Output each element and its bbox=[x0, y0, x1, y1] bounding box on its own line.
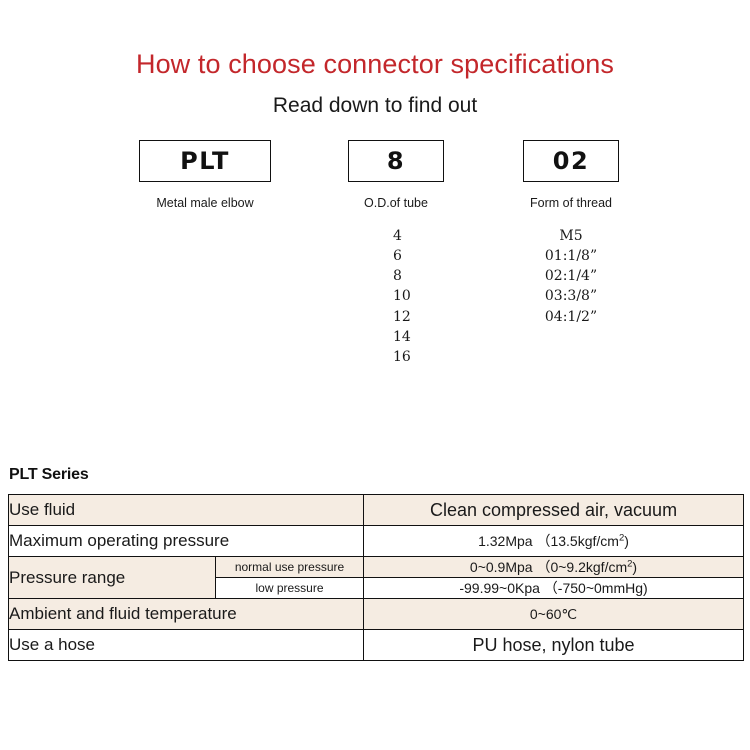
spec-value-superscript: 2 bbox=[618, 532, 625, 544]
spec-value: 0~60℃ bbox=[363, 598, 745, 630]
option-item[interactable]: M5 bbox=[559, 227, 583, 244]
code-box-tube-od[interactable]: 8 bbox=[348, 139, 444, 182]
spec-value: -99.99~0Kpa （-750~0mmHg) bbox=[363, 577, 745, 599]
series-heading: PLT Series bbox=[9, 466, 89, 483]
spec-value-text: 0~0.9Mpa （0~9.2kgf/cm bbox=[469, 559, 628, 575]
code-box-series[interactable]: PLT bbox=[139, 139, 271, 182]
code-box-thread[interactable]: 02 bbox=[523, 139, 619, 182]
table-row: Ambient and fluid temperature 0~60℃ bbox=[7, 598, 745, 630]
spec-label: Maximum operating pressure bbox=[7, 525, 365, 557]
code-box-series-value: PLT bbox=[180, 146, 230, 175]
option-item[interactable]: 14 bbox=[393, 328, 411, 345]
table-row: Use a hose PU hose, nylon tube bbox=[7, 629, 745, 661]
table-row: low pressure -99.99~0Kpa （-750~0mmHg) bbox=[9, 577, 745, 599]
page-title: How to choose connector specifications bbox=[135, 49, 615, 79]
table-row: Pressure range normal use pressure 0~0.9… bbox=[8, 556, 745, 599]
option-item[interactable]: 04:1/2” bbox=[544, 308, 598, 325]
code-column-series: PLT Metal male elbow bbox=[139, 139, 271, 211]
spec-value-superscript: 2 bbox=[627, 558, 633, 570]
spec-value: 0~0.9Mpa （0~9.2kgf/cm2) bbox=[363, 556, 745, 578]
option-item[interactable]: 02:1/4” bbox=[544, 268, 598, 285]
table-row: Maximum operating pressure 1.32Mpa （13.5… bbox=[7, 525, 745, 557]
option-item[interactable]: 4 bbox=[393, 227, 402, 244]
option-item[interactable]: 16 bbox=[393, 349, 411, 365]
page-header: How to choose connector specifications R… bbox=[0, 0, 750, 117]
spec-sublabel: normal use pressure bbox=[214, 556, 365, 578]
option-item[interactable]: 10 bbox=[393, 288, 411, 305]
code-caption-series: Metal male elbow bbox=[156, 195, 254, 210]
part-number-builder: PLT Metal male elbow 8 O.D.of tube 4 6 8… bbox=[0, 139, 750, 400]
spec-value: Clean compressed air, vacuum bbox=[363, 494, 745, 526]
option-item[interactable]: 01:1/8” bbox=[544, 247, 598, 264]
option-item[interactable]: 12 bbox=[393, 308, 411, 325]
spec-label: Pressure range bbox=[8, 556, 216, 599]
option-list-thread: M5 01:1/8” 02:1/4” 03:3/8” 04:1/2” bbox=[523, 226, 619, 327]
code-column-thread: 02 Form of thread M5 01:1/8” 02:1/4” 03:… bbox=[523, 139, 619, 327]
code-caption-thread: Form of thread bbox=[530, 195, 612, 210]
code-box-tube-od-value: 8 bbox=[386, 146, 406, 175]
code-box-thread-value: 02 bbox=[552, 146, 590, 175]
option-item[interactable]: 03:3/8” bbox=[544, 288, 598, 305]
spec-value-tail: ) bbox=[632, 559, 638, 575]
option-item[interactable]: 6 bbox=[393, 247, 402, 264]
option-list-tube-od: 4 6 8 10 12 14 16 bbox=[348, 226, 444, 367]
spec-label: Ambient and fluid temperature bbox=[7, 598, 365, 630]
option-item[interactable]: 8 bbox=[393, 268, 402, 285]
code-column-tube-od: 8 O.D.of tube 4 6 8 10 12 14 16 bbox=[348, 139, 444, 367]
spec-label: Use fluid bbox=[7, 494, 365, 526]
page-subtitle: Read down to find out bbox=[272, 93, 478, 117]
spec-sublabel: low pressure bbox=[214, 577, 365, 599]
spec-label: Use a hose bbox=[7, 629, 365, 661]
specifications-table: Use fluid Clean compressed air, vacuum M… bbox=[7, 494, 745, 661]
code-caption-tube-od: O.D.of tube bbox=[364, 195, 428, 210]
spec-value: PU hose, nylon tube bbox=[363, 629, 745, 661]
spec-value: 1.32Mpa （13.5kgf/cm2) bbox=[363, 525, 745, 557]
table-row: Use fluid Clean compressed air, vacuum bbox=[7, 494, 745, 526]
spec-value-text: 1.32Mpa （13.5kgf/cm bbox=[478, 533, 619, 549]
spec-value-tail: ) bbox=[624, 533, 629, 549]
